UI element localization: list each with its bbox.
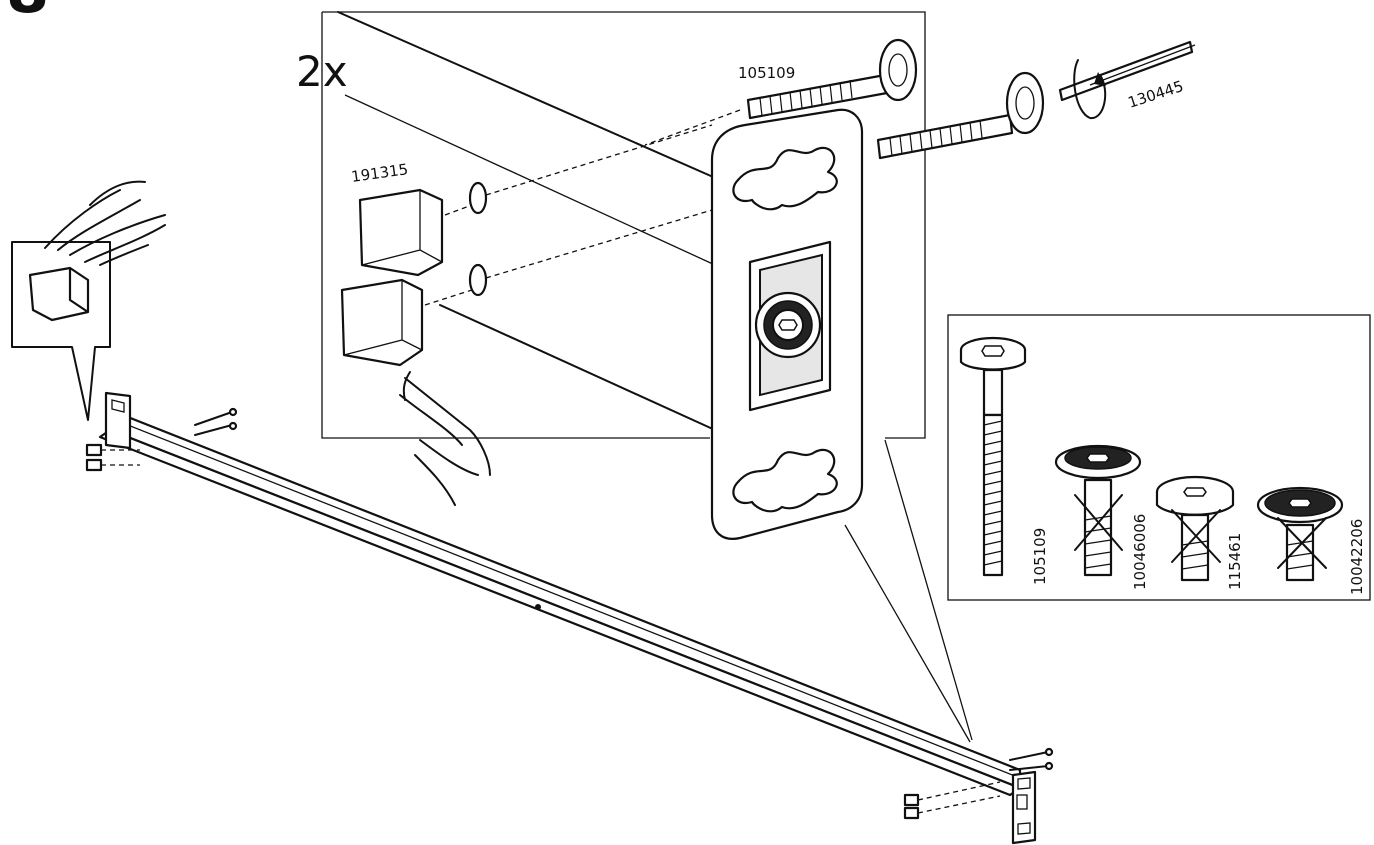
correct-bolt-icon (959, 336, 1027, 577)
wrong-screw-icon (1054, 444, 1142, 577)
detail-frame (321, 11, 926, 439)
cap-part-number: 191315 (350, 160, 409, 186)
bolt-icon (876, 71, 1045, 160)
wrong-screw-icon (1155, 475, 1235, 582)
quantity-label: 2x (296, 47, 348, 96)
rail-detail (337, 11, 721, 431)
cap-icon (28, 266, 90, 322)
step-number: 8 (6, 0, 49, 27)
legend-part-105109: 105109 (1031, 528, 1049, 585)
screw-legend: 105109 10046006 115461 (947, 314, 1371, 601)
cap-icon (358, 188, 444, 277)
legend-part-10046006: 10046006 (1131, 514, 1149, 590)
pointing-hand-icon (44, 180, 166, 266)
bolt-icon (644, 38, 918, 146)
pointing-hand-icon (399, 371, 491, 506)
legend-part-115461: 115461 (1226, 533, 1244, 590)
cap-icon (340, 278, 424, 367)
bolt-part-number: 105109 (738, 64, 795, 82)
wrong-screw-icon (1256, 486, 1344, 582)
allen-key-icon (1058, 40, 1196, 119)
legend-part-10042206: 10042206 (1348, 519, 1366, 595)
cap-press-callout (11, 180, 166, 421)
tool-part-number: 130445 (1126, 77, 1186, 112)
bracket-plate (710, 108, 864, 540)
bed-rail (85, 391, 1054, 845)
